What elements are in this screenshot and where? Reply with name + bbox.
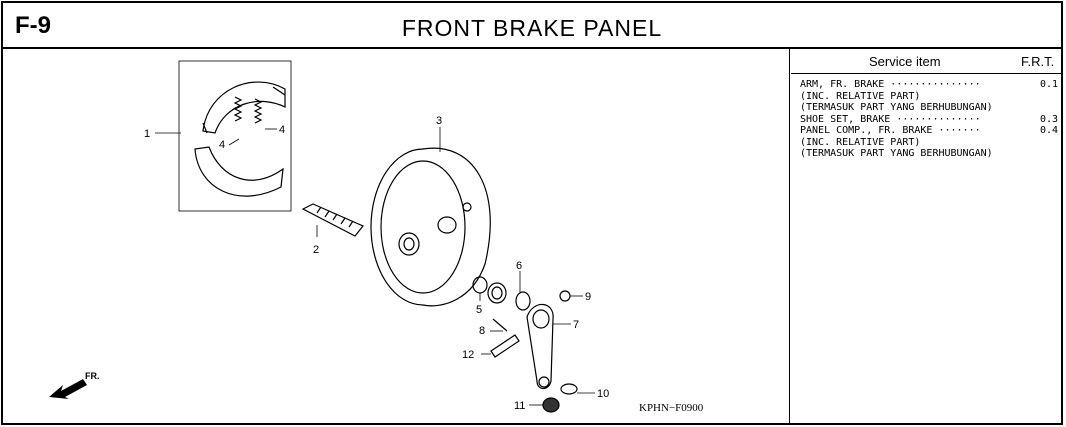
shoe-set-box <box>178 60 292 212</box>
service-item-list: ARM, FR. BRAKE ··············· 0.1 (INC. R… <box>800 79 1058 160</box>
wear-indicator <box>515 291 531 311</box>
callout-6: 6 <box>516 260 522 272</box>
callout-9: 9 <box>585 291 591 303</box>
callout-10: 10 <box>597 388 609 400</box>
service-row-text: ARM, FR. BRAKE ··············· <box>800 79 981 90</box>
service-row: (TERMASUK PART YANG BERHUBUNGAN) <box>800 148 1058 160</box>
lower-brake-shoe <box>194 146 284 197</box>
service-panel: Service item F.R.T. ARM, FR. BRAKE ·····… <box>791 49 1061 425</box>
service-row: (INC. RELATIVE PART) <box>800 137 1058 149</box>
drawing-code: KPHN−F0900 <box>639 402 704 414</box>
callout-2: 2 <box>313 244 319 256</box>
nut-9 <box>559 290 571 302</box>
callout-7: 7 <box>573 319 579 331</box>
brake-cam-shaft <box>301 203 364 237</box>
front-brake-arm <box>526 303 571 390</box>
service-row-text: (INC. RELATIVE PART) <box>800 136 921 148</box>
service-row-frt: 0.4 <box>1039 125 1058 136</box>
service-row-text: PANEL COMP., FR. BRAKE ······· <box>800 125 981 136</box>
spring-left <box>233 96 243 122</box>
service-row: PANEL COMP., FR. BRAKE ······· 0.4 <box>800 125 1058 137</box>
joint-10 <box>560 383 578 395</box>
service-table-header: Service item F.R.T. <box>791 49 1061 74</box>
service-row-frt: 0.1 <box>1039 79 1058 90</box>
header: F-9 FRONT BRAKE PANEL <box>3 3 1061 49</box>
service-row-text: SHOE SET, BRAKE ·············· <box>800 113 981 125</box>
callout-5: 5 <box>476 304 482 316</box>
callout-1: 1 <box>144 128 150 140</box>
exploded-view: 1 2 3 4 4 5 6 7 8 9 10 11 12 FR. KPHN−F0… <box>49 60 704 414</box>
callout-12: 12 <box>462 349 474 361</box>
service-row: (TERMASUK PART YANG BERHUBUNGAN) <box>800 102 1058 114</box>
col-frt: F.R.T. <box>1021 54 1055 69</box>
service-row-text: (INC. RELATIVE PART) <box>800 90 921 102</box>
service-row: (INC. RELATIVE PART) <box>800 91 1058 103</box>
callout-3: 3 <box>436 115 442 127</box>
callout-4a: 4 <box>279 124 285 136</box>
service-row-text: (TERMASUK PART YANG BERHUBUNGAN) <box>800 102 993 113</box>
service-row: ARM, FR. BRAKE ··············· 0.1 <box>800 79 1058 91</box>
return-spring <box>487 282 507 304</box>
service-row-frt: 0.3 <box>1039 113 1058 125</box>
parts-diagram: 1 2 3 4 4 5 6 7 8 9 10 11 12 FR. KPHN−F0… <box>3 49 790 425</box>
direction-label: FR. <box>85 371 100 381</box>
bolt-12 <box>490 334 520 358</box>
brake-panel <box>370 127 491 307</box>
service-row-text: (TERMASUK PART YANG BERHUBUNGAN) <box>800 148 993 159</box>
spring-right <box>253 98 263 124</box>
dust-seal <box>472 276 488 294</box>
upper-brake-shoe <box>202 81 286 134</box>
page-title: FRONT BRAKE PANEL <box>401 15 663 41</box>
col-service-item: Service item <box>869 54 941 69</box>
service-row: SHOE SET, BRAKE ·············· 0.3 <box>800 114 1058 126</box>
nut-11 <box>542 397 560 413</box>
forward-direction-arrow <box>49 379 87 399</box>
callout-4b: 4 <box>219 139 225 151</box>
callout-11: 11 <box>514 400 525 412</box>
figure-id: F-9 <box>15 12 51 39</box>
callout-8: 8 <box>479 325 485 337</box>
callout-numbers: 1 2 3 4 4 5 6 7 8 9 10 11 12 FR. <box>85 115 609 412</box>
